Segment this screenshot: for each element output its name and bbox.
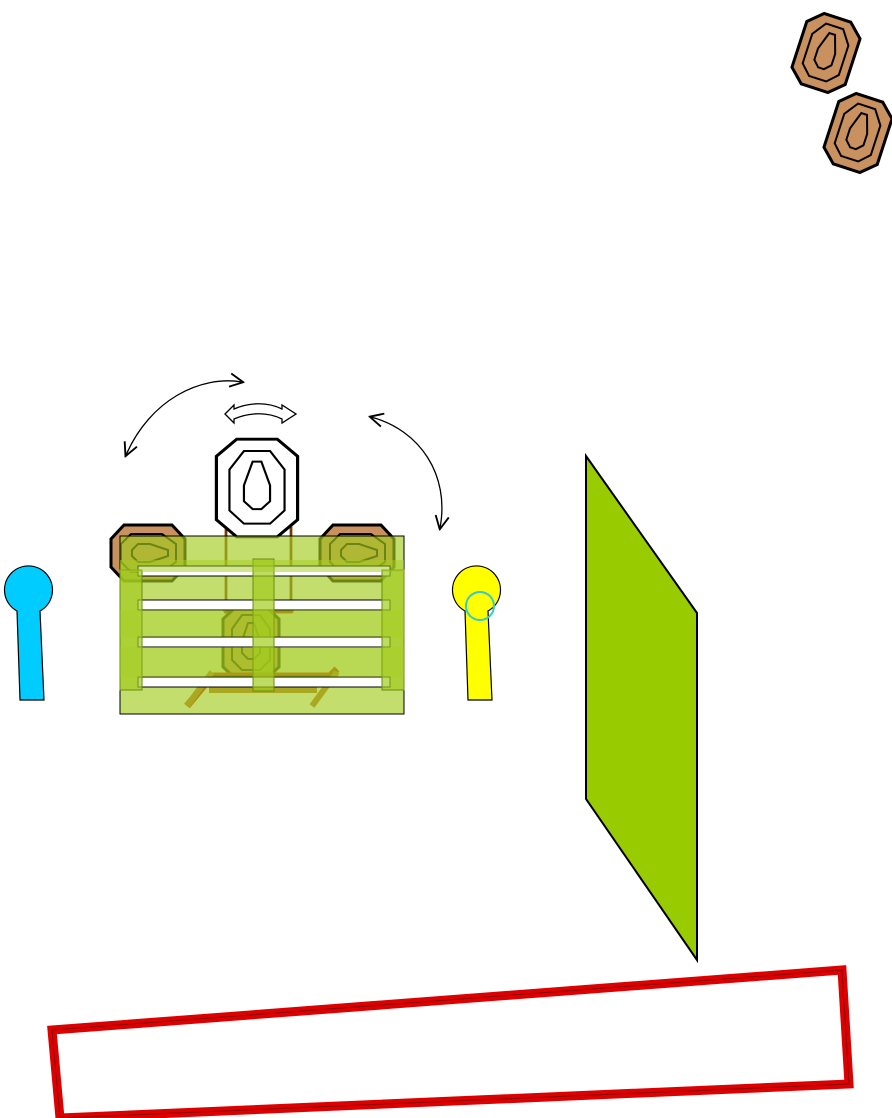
curved-arrow-icon <box>126 381 242 455</box>
wall-panel <box>585 452 698 964</box>
shooter-position-icon <box>3 565 54 701</box>
rotate-arrow-icon <box>224 403 298 425</box>
barricade <box>119 535 405 715</box>
curved-arrow-icon <box>371 417 442 528</box>
shooter-position-icon <box>451 565 502 701</box>
fault-line-box <box>47 965 854 1118</box>
paper-target-loose-1 <box>786 7 866 99</box>
paper-target-loose-2 <box>818 87 892 179</box>
start-marker-ring <box>465 591 495 621</box>
